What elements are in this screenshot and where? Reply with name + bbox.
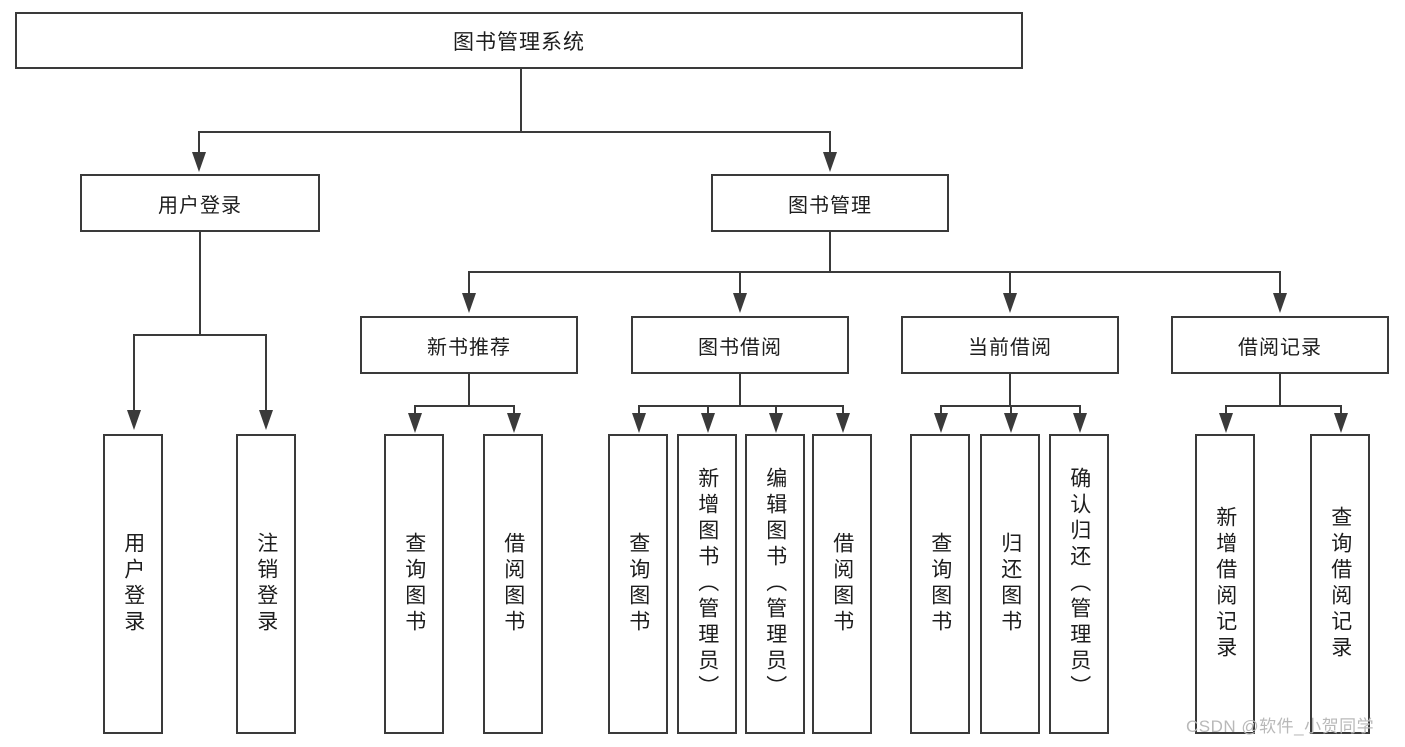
arrow-down-icon (1273, 293, 1287, 313)
node-label: 当前借阅 (968, 336, 1052, 359)
node-label: 新书推荐 (427, 336, 511, 359)
connector-book-borrow-bar (638, 405, 843, 407)
leaf-query-borrow-record[interactable]: 查询借阅记录 (1310, 434, 1370, 734)
arrow-down-icon (823, 152, 837, 172)
connector-new-book-leaf-1 (414, 405, 416, 417)
connector-book-borrow-leaf-4 (842, 405, 844, 417)
connector-to-current-borrow (1009, 271, 1011, 295)
leaf-label: 借阅图书 (501, 532, 525, 636)
leaf-label: 归还图书 (998, 532, 1022, 636)
leaf-confirm-return-admin[interactable]: 确认归还（管理员） (1049, 434, 1109, 734)
connector-to-new-book-recommend (468, 271, 470, 295)
leaf-borrow-book-recommend[interactable]: 借阅图书 (483, 434, 543, 734)
connector-root-to-book-management (829, 131, 831, 155)
connector-current-borrow-leaf-1 (940, 405, 942, 417)
connector-root-stem (520, 69, 522, 132)
node-label: 图书管理 (788, 194, 872, 217)
arrow-down-icon (507, 413, 521, 433)
connector-book-borrow-leaf-2 (707, 405, 709, 417)
leaf-label: 查询借阅记录 (1328, 506, 1352, 662)
connector-current-borrow-stem (1009, 374, 1011, 406)
leaf-label: 新增图书（管理员） (695, 467, 719, 701)
leaf-borrow-book[interactable]: 借阅图书 (812, 434, 872, 734)
node-book-management[interactable]: 图书管理 (711, 174, 949, 232)
node-new-book-recommend[interactable]: 新书推荐 (360, 316, 578, 374)
connector-new-book-stem (468, 374, 470, 406)
node-label: 用户登录 (158, 194, 242, 217)
leaf-return-book[interactable]: 归还图书 (980, 434, 1040, 734)
leaf-query-book-recommend[interactable]: 查询图书 (384, 434, 444, 734)
node-current-borrow[interactable]: 当前借阅 (901, 316, 1119, 374)
connector-book-borrow-leaf-1 (638, 405, 640, 417)
node-book-borrow[interactable]: 图书借阅 (631, 316, 849, 374)
arrow-down-icon (462, 293, 476, 313)
leaf-add-borrow-record[interactable]: 新增借阅记录 (1195, 434, 1255, 734)
leaf-user-login[interactable]: 用户登录 (103, 434, 163, 734)
connector-to-book-borrow (739, 271, 741, 295)
connector-user-login-bar (133, 334, 266, 336)
arrow-down-icon (632, 413, 646, 433)
node-label: 借阅记录 (1238, 336, 1322, 359)
connector-borrow-record-stem (1279, 374, 1281, 406)
leaf-logout[interactable]: 注销登录 (236, 434, 296, 734)
arrow-down-icon (259, 410, 273, 430)
arrow-down-icon (1334, 413, 1348, 433)
leaf-label: 查询图书 (928, 532, 952, 636)
connector-borrow-record-leaf-2 (1340, 405, 1342, 417)
leaf-query-book-borrow[interactable]: 查询图书 (608, 434, 668, 734)
connector-borrow-record-bar (1225, 405, 1342, 407)
connector-root-to-user-login (198, 131, 200, 155)
connector-book-management-bar (468, 271, 1279, 273)
arrow-down-icon (836, 413, 850, 433)
connector-current-borrow-leaf-2 (1010, 405, 1012, 417)
arrow-down-icon (127, 410, 141, 430)
node-label: 图书管理系统 (453, 30, 585, 54)
arrow-down-icon (1003, 293, 1017, 313)
node-user-login[interactable]: 用户登录 (80, 174, 320, 232)
leaf-label: 查询图书 (402, 532, 426, 636)
arrow-down-icon (701, 413, 715, 433)
arrow-down-icon (408, 413, 422, 433)
connector-new-book-bar (414, 405, 515, 407)
arrow-down-icon (192, 152, 206, 172)
node-root-book-management-system[interactable]: 图书管理系统 (15, 12, 1023, 69)
leaf-label: 用户登录 (121, 532, 145, 636)
leaf-edit-book-admin[interactable]: 编辑图书（管理员） (745, 434, 805, 734)
connector-user-login-leaf-1 (133, 334, 135, 412)
connector-user-login-stem (199, 232, 201, 335)
connector-to-borrow-record (1279, 271, 1281, 295)
node-borrow-record[interactable]: 借阅记录 (1171, 316, 1389, 374)
arrow-down-icon (1073, 413, 1087, 433)
arrow-down-icon (1004, 413, 1018, 433)
leaf-label: 查询图书 (626, 532, 650, 636)
connector-book-borrow-stem (739, 374, 741, 406)
leaf-label: 新增借阅记录 (1213, 506, 1237, 662)
connector-borrow-record-leaf-1 (1225, 405, 1227, 417)
connector-current-borrow-leaf-3 (1079, 405, 1081, 417)
node-label: 图书借阅 (698, 336, 782, 359)
leaf-add-book-admin[interactable]: 新增图书（管理员） (677, 434, 737, 734)
leaf-label: 确认归还（管理员） (1067, 467, 1091, 701)
leaf-label: 编辑图书（管理员） (763, 467, 787, 701)
arrow-down-icon (1219, 413, 1233, 433)
connector-new-book-leaf-2 (513, 405, 515, 417)
leaf-label: 借阅图书 (830, 532, 854, 636)
leaf-label: 注销登录 (254, 532, 278, 636)
leaf-query-book-current[interactable]: 查询图书 (910, 434, 970, 734)
connector-book-borrow-leaf-3 (775, 405, 777, 417)
connector-user-login-leaf-2 (265, 334, 267, 412)
connector-root-bar (198, 131, 831, 133)
arrow-down-icon (934, 413, 948, 433)
arrow-down-icon (769, 413, 783, 433)
arrow-down-icon (733, 293, 747, 313)
connector-book-management-stem (829, 232, 831, 273)
